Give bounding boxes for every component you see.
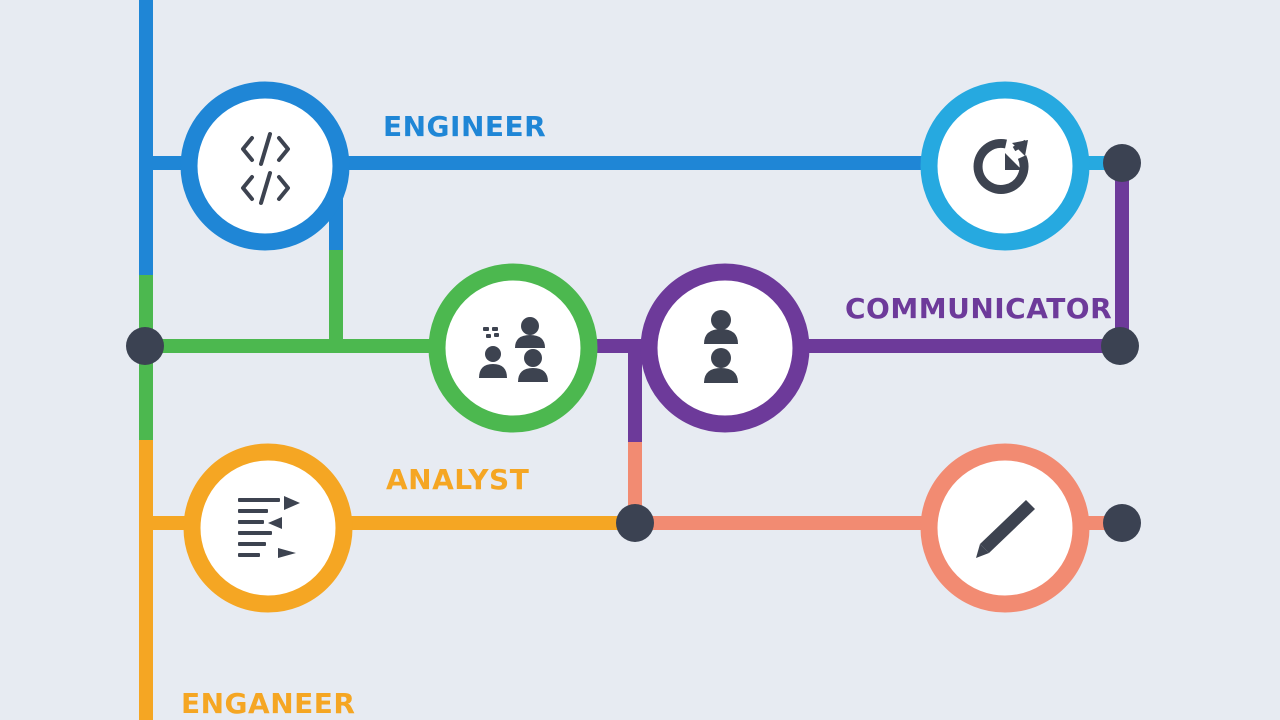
document-node[interactable] xyxy=(183,443,353,613)
junction-dot-mid-right xyxy=(1101,327,1139,365)
team-node-ring xyxy=(428,263,598,433)
code-node-ring xyxy=(180,81,350,251)
enganeer-label: ENGANEER xyxy=(181,687,356,720)
refresh-node[interactable] xyxy=(920,81,1090,251)
code-icon xyxy=(241,132,290,205)
junction-dot-top-right xyxy=(1103,144,1141,182)
person-node[interactable] xyxy=(640,263,810,433)
code-node[interactable] xyxy=(180,81,350,251)
junction-dot-bottom-right xyxy=(1103,504,1141,542)
person-node-ring xyxy=(640,263,810,433)
team-node[interactable] xyxy=(428,263,598,433)
analyst-label: ANALYST xyxy=(386,463,530,496)
refresh-chart-icon xyxy=(973,138,1029,194)
communicator-label: COMMUNICATOR xyxy=(845,292,1113,325)
document-node-ring xyxy=(183,443,353,613)
person-icon xyxy=(704,310,738,383)
engineer-label: ENGINEER xyxy=(383,110,547,143)
junction-dot-left xyxy=(126,327,164,365)
document-list-icon xyxy=(238,496,300,558)
pencil-node[interactable] xyxy=(920,443,1090,613)
pencil-icon xyxy=(976,500,1035,558)
team-icon xyxy=(479,317,548,382)
junction-dot-center xyxy=(616,504,654,542)
